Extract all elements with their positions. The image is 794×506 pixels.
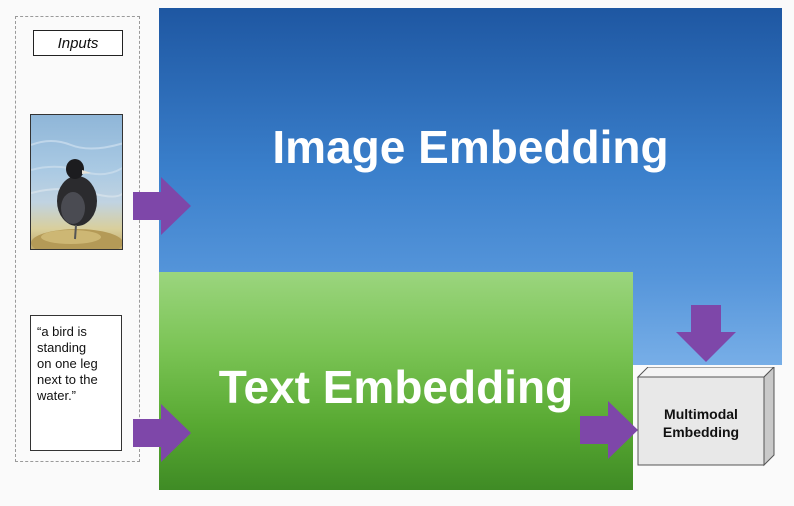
- caption-line: on one leg: [37, 356, 98, 371]
- image-to-multimodal-arrow-icon: [676, 305, 736, 362]
- text-to-multimodal-arrow-icon: [580, 401, 638, 459]
- multimodal-embedding-label: Multimodal Embedding: [638, 405, 764, 441]
- caption-line: “a bird is: [37, 324, 87, 339]
- inputs-panel: [15, 16, 140, 462]
- text-embedding-block: Text Embedding: [159, 272, 633, 490]
- text-input-arrow-icon: [133, 404, 191, 462]
- bird-photo-graphic: [31, 140, 122, 249]
- multimodal-label-line: Embedding: [662, 424, 740, 440]
- image-input-arrow-icon: [133, 177, 191, 235]
- caption-line: water.”: [37, 388, 77, 403]
- image-embedding-title: Image Embedding: [272, 121, 669, 173]
- text-embedding-title: Text Embedding: [218, 361, 574, 413]
- caption-line: standing: [37, 340, 87, 355]
- caption-box: “a bird is standing on one leg next to t…: [30, 315, 122, 451]
- multimodal-label-line: Multimodal: [664, 406, 738, 422]
- bird-photo: [30, 114, 123, 250]
- multimodal-embedding-box: [636, 367, 775, 467]
- caption-line: next to the: [37, 372, 98, 387]
- inputs-label: Inputs: [33, 30, 123, 56]
